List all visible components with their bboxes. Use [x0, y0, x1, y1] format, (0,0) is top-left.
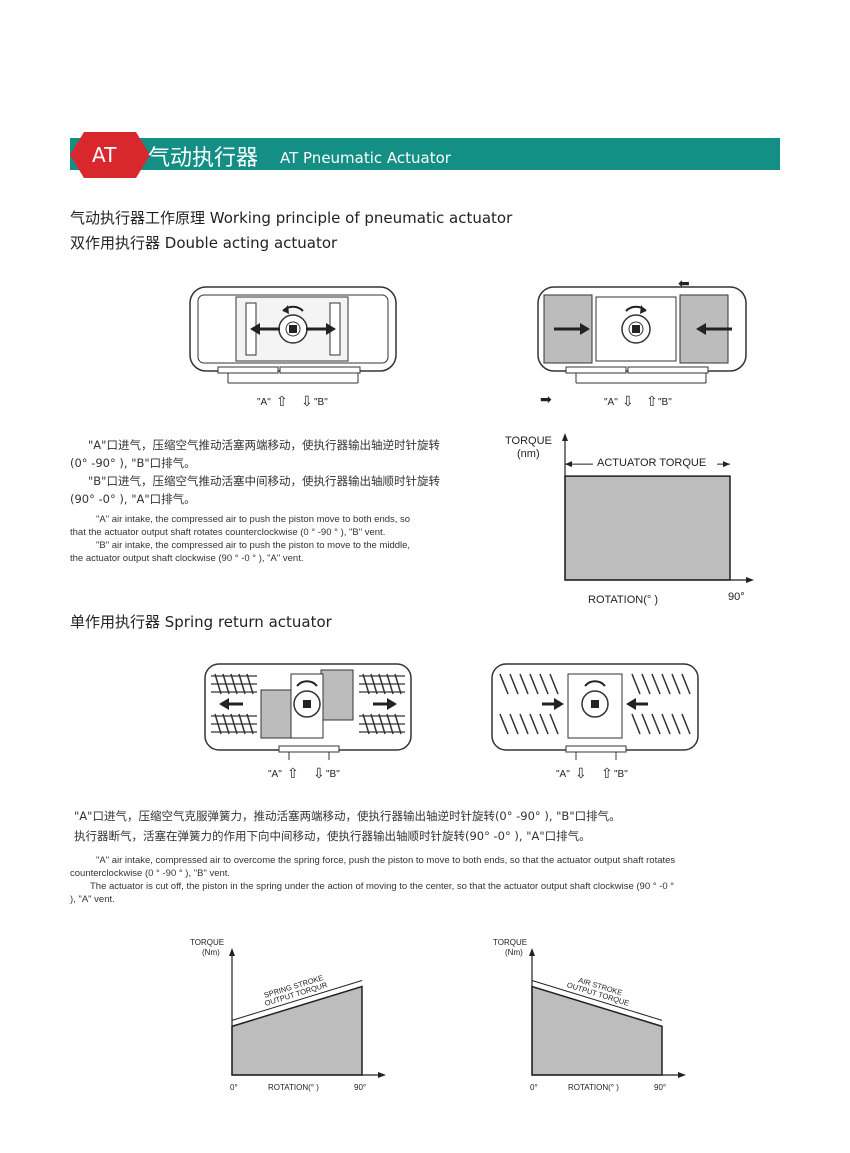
- x-axis-label: ROTATION(° ): [588, 594, 658, 606]
- port-a-label: "A": [257, 397, 271, 408]
- spring-port-a-label-b: "A": [556, 769, 570, 780]
- spring-en-line3: The actuator is cut off, the piston in t…: [90, 881, 675, 892]
- double-acting-diagram-a: [189, 286, 397, 384]
- y-axis-arrow: [529, 948, 535, 956]
- x-tick-label-end: 90°: [654, 1083, 666, 1092]
- arrow-up-icon: ⇧: [287, 765, 299, 781]
- spring-en-line4: ), "A" vent.: [70, 894, 115, 905]
- x-axis-arrow: [378, 1072, 386, 1078]
- spring-port-a-label: "A": [268, 769, 282, 780]
- arrow-down-icon: ⇩: [313, 765, 325, 781]
- area-series-fill: [531, 985, 663, 1076]
- y-axis-unit: (Nm): [505, 948, 523, 957]
- arrow-up-icon: ⇧: [646, 393, 658, 409]
- double-zh-line4: (90° -0° ), "A"口排气。: [70, 492, 196, 506]
- arrow-down-icon: ⇩: [301, 393, 313, 409]
- at-badge-text: AT: [92, 143, 117, 167]
- series-label-bg: [593, 454, 717, 469]
- arrow-left-icon: ⬅: [678, 276, 690, 292]
- double-en-line3: "B" air intake, the compressed air to pu…: [96, 540, 411, 551]
- spring-zh-line1: "A"口进气，压缩空气克服弹簧力，推动活塞两端移动，使执行器输出轴逆时针旋转(0…: [74, 809, 621, 823]
- y-axis-unit: (Nm): [202, 948, 220, 957]
- area-series-fill: [231, 985, 363, 1076]
- spring-return-diagram-b: [491, 663, 699, 760]
- double-acting-heading: 双作用执行器 Double acting actuator: [70, 234, 338, 252]
- series-label: ACTUATOR TORQUE: [597, 457, 706, 469]
- y-axis-arrow: [229, 948, 235, 956]
- spring-port-b-label-b: "B": [614, 769, 628, 780]
- y-axis-label: TORQUE: [493, 938, 527, 947]
- annotation-line: [531, 980, 663, 1021]
- annotation-arrow-left: [565, 461, 572, 468]
- arrow-right-icon: ➡: [540, 392, 552, 408]
- double-acting-diagram-b: [537, 286, 747, 384]
- header-title-en: AT Pneumatic Actuator: [280, 149, 451, 167]
- y-axis-arrow: [562, 433, 568, 441]
- double-en-line1: "A" air intake, the compressed air to pu…: [96, 514, 411, 525]
- spring-stroke-torque-chart: TORQUE(Nm)ROTATION(° )90°0°SPRING STROKE…: [190, 938, 386, 1092]
- x-tick-label-end: 90°: [354, 1083, 366, 1092]
- annotation-arrow-right: [723, 461, 730, 468]
- header-band: [70, 138, 780, 170]
- at-badge: [70, 132, 150, 178]
- working-principle-heading: 气动执行器工作原理 Working principle of pneumatic…: [70, 209, 513, 227]
- area-series-fill: [564, 475, 731, 581]
- port-b-label-b: "B": [658, 397, 672, 408]
- annotation-line: [231, 980, 363, 1021]
- y-axis-unit: (nm): [517, 448, 540, 460]
- spring-port-b-label: "B": [326, 769, 340, 780]
- spring-return-diagram-a: [204, 663, 412, 760]
- port-a-label-b: "A": [604, 397, 618, 408]
- x-axis-arrow: [746, 577, 754, 583]
- arrow-up-icon: ⇧: [601, 765, 613, 781]
- port-b-label: "B": [314, 397, 328, 408]
- x-tick-label-end: 90°: [728, 591, 745, 603]
- arrow-down-icon: ⇩: [575, 765, 587, 781]
- double-zh-line1: "A"口进气，压缩空气推动活塞两端移动，使执行器输出轴逆时针旋转: [88, 438, 440, 452]
- y-axis-label: TORQUE: [190, 938, 224, 947]
- x-axis-label: ROTATION(° ): [568, 1083, 619, 1092]
- y-axis-label: TORQUE: [505, 435, 552, 447]
- spring-en-line2: counterclockwise (0 ° -90 ° ), "B" vent.: [70, 868, 231, 879]
- spring-zh-line2: 执行器断气，活塞在弹簧力的作用下向中间移动，使执行器输出轴顺时针旋转(90° -…: [74, 829, 591, 843]
- double-en-line2: that the actuator output shaft rotates c…: [70, 527, 386, 538]
- x-tick-label-start: 0°: [530, 1083, 538, 1092]
- actuator-torque-chart: TORQUE(nm) ROTATION(° ) 90° ACTUATOR TORQUE: [505, 433, 754, 606]
- spring-en-line1: "A" air intake, compressed air to overco…: [96, 855, 676, 866]
- arrow-down-icon: ⇩: [622, 393, 634, 409]
- double-zh-line3: "B"口进气，压缩空气推动活塞中间移动，使执行器输出轴顺时针旋转: [88, 474, 440, 488]
- header-title-zh: 气动执行器: [148, 146, 259, 171]
- double-zh-line2: (0° -90° ), "B"口排气。: [70, 456, 196, 470]
- spring-return-heading: 单作用执行器 Spring return actuator: [70, 613, 332, 631]
- x-axis-label: ROTATION(° ): [268, 1083, 319, 1092]
- x-axis-arrow: [678, 1072, 686, 1078]
- air-stroke-torque-chart: TORQUE(Nm)ROTATION(° )90°0°AIR STROKEOUT…: [493, 938, 686, 1092]
- arrow-up-icon: ⇧: [276, 393, 288, 409]
- x-tick-label-start: 0°: [230, 1083, 238, 1092]
- double-en-line4: the actuator output shaft clockwise (90 …: [70, 553, 304, 564]
